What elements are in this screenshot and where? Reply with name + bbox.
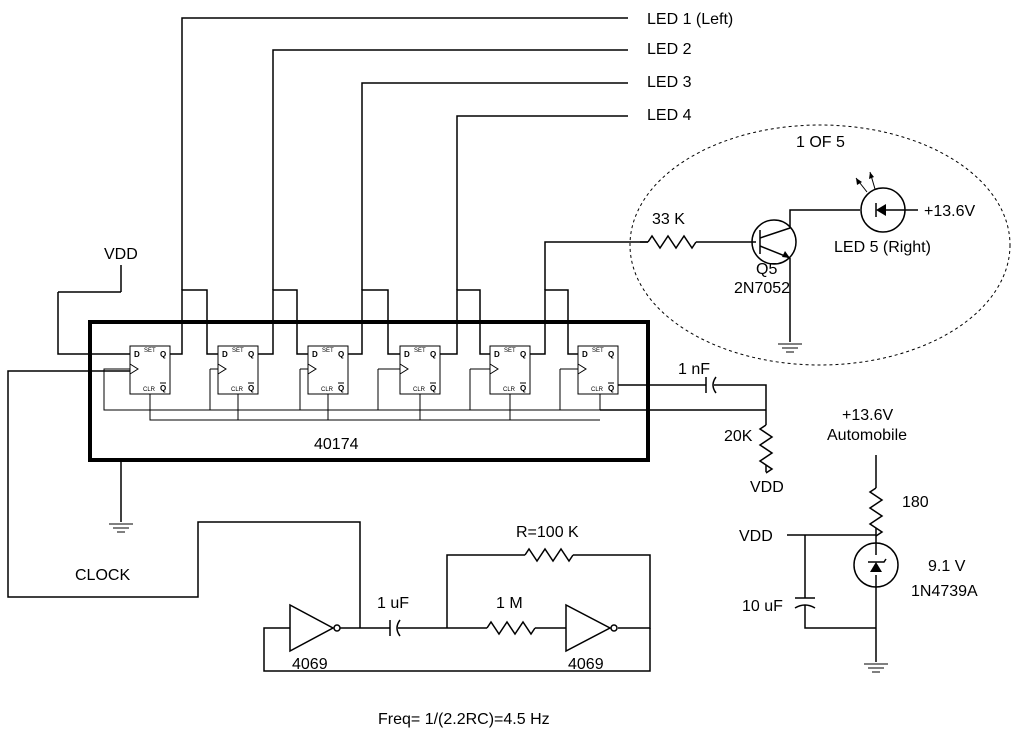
svg-text:Q: Q (520, 350, 526, 359)
r100k-label: R=100 K (516, 524, 579, 541)
vplus-led5-label: +13.6V (924, 203, 975, 220)
svg-text:CLR: CLR (591, 387, 604, 393)
led5-driver-region (629, 124, 1011, 366)
vdd-zener-label: VDD (739, 528, 773, 545)
inverter-2 (565, 603, 612, 653)
q5-part-label: 2N7052 (734, 280, 790, 297)
svg-text:Q: Q (338, 384, 344, 393)
zener-voltage-label: 9.1 V (928, 558, 966, 575)
q5-transistor (751, 219, 797, 265)
q5-label: Q5 (756, 261, 777, 278)
ff-chain-wires (170, 241, 648, 355)
vplus-auto-label: +13.6V (842, 407, 893, 424)
vdd-top-label: VDD (104, 246, 138, 263)
svg-text:SET: SET (322, 348, 334, 354)
chip-label: 40174 (314, 436, 359, 453)
svg-text:SET: SET (504, 348, 516, 354)
inverter-1 (289, 603, 335, 653)
svg-text:D: D (312, 350, 318, 359)
c10uf-label: 10 uF (742, 598, 783, 615)
led4-label: LED 4 (647, 107, 692, 124)
svg-text:Q: Q (430, 384, 436, 393)
ground-supply (863, 663, 889, 673)
svg-text:Q: Q (248, 350, 254, 359)
led-output-wires (181, 17, 628, 290)
c1nf-label: 1 nF (678, 361, 710, 378)
svg-text:Q: Q (338, 350, 344, 359)
svg-text:D: D (222, 350, 228, 359)
svg-text:SET: SET (414, 348, 426, 354)
one-of-five-label: 1 OF 5 (796, 134, 845, 151)
svg-text:CLR: CLR (231, 387, 244, 393)
svg-text:Q: Q (608, 350, 614, 359)
svg-text:Q: Q (160, 350, 166, 359)
vdd-r20k-label: VDD (750, 479, 784, 496)
inverter-1-label: 4069 (292, 656, 328, 673)
svg-text:Q: Q (430, 350, 436, 359)
ground-chip (108, 523, 134, 533)
clock-label: CLOCK (75, 567, 130, 584)
c1uf-label: 1 uF (377, 595, 409, 612)
r33k-label: 33 K (652, 211, 685, 228)
svg-text:D: D (494, 350, 500, 359)
r180-label: 180 (902, 494, 929, 511)
svg-text:D: D (134, 350, 140, 359)
led1-label: LED 1 (Left) (647, 11, 733, 28)
r20k-label: 20K (724, 428, 753, 445)
r1m-label: 1 M (496, 595, 523, 612)
automobile-label: Automobile (827, 427, 907, 444)
clear-bus (149, 394, 600, 421)
led5-label: LED 5 (Right) (834, 239, 931, 256)
ground-q5 (777, 343, 803, 353)
svg-text:D: D (404, 350, 410, 359)
svg-text:Q: Q (608, 384, 614, 393)
svg-text:CLR: CLR (321, 387, 334, 393)
svg-text:CLR: CLR (413, 387, 426, 393)
svg-text:Q: Q (248, 384, 254, 393)
svg-text:CLR: CLR (503, 387, 516, 393)
inverter-2-label: 4069 (568, 656, 604, 673)
svg-text:Q: Q (520, 384, 526, 393)
svg-text:SET: SET (232, 348, 244, 354)
svg-text:D: D (582, 350, 588, 359)
clock-bus (103, 368, 601, 411)
frequency-formula: Freq= 1/(2.2RC)=4.5 Hz (378, 711, 550, 728)
zener-part-label: 1N4739A (911, 583, 978, 600)
chip-40174 (88, 320, 650, 462)
led3-label: LED 3 (647, 74, 692, 91)
led2-label: LED 2 (647, 41, 692, 58)
svg-text:Q: Q (160, 384, 166, 393)
svg-text:CLR: CLR (143, 387, 156, 393)
svg-text:SET: SET (592, 348, 604, 354)
svg-text:SET: SET (144, 348, 156, 354)
